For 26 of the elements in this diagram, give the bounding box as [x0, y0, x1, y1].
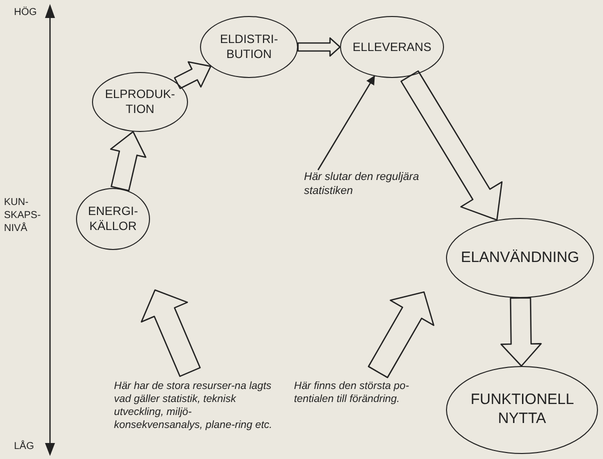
node-label: FUNKTIONELL NYTTA [470, 391, 575, 429]
annotation-text: Här finns den största po-tentialen till förändring. [294, 372, 436, 406]
ellipse-node [200, 16, 298, 78]
block-arrow [140, 289, 201, 377]
node-label: ENERGI-KÄLLOR [86, 204, 139, 234]
node-label: ELANVÄNDNING [460, 248, 580, 268]
axis-label: KUN-SKAPS-NIVÅ [4, 196, 42, 235]
block-arrow [500, 297, 542, 367]
node-label: ELLEVERANS [352, 40, 432, 54]
block-arrow [110, 131, 146, 192]
block-arrow [297, 37, 341, 57]
ellipse-node [92, 72, 188, 132]
block-arrow [174, 61, 212, 90]
ellipse-node [340, 16, 444, 78]
node-label: ELPRODUK-TION [104, 87, 176, 117]
ellipse-node [76, 188, 150, 250]
annotation-text: Här har de stora resurser-na lagts vad gäller statistik, teknisk utveckling, miljö-konsekvensanalys, plane-ring etc. [114, 372, 274, 432]
leader-arrow [317, 75, 375, 170]
node-label: ELDISTRI-BUTION [218, 32, 279, 62]
block-arrow [400, 70, 503, 221]
ellipse-node [446, 366, 598, 454]
axis-label: LÅG [14, 440, 34, 453]
block-arrow [368, 291, 434, 378]
annotation-text: Här slutar den reguljära statistiken [304, 170, 428, 198]
ellipse-node [446, 218, 594, 298]
axis-label: HÖG [14, 6, 37, 19]
